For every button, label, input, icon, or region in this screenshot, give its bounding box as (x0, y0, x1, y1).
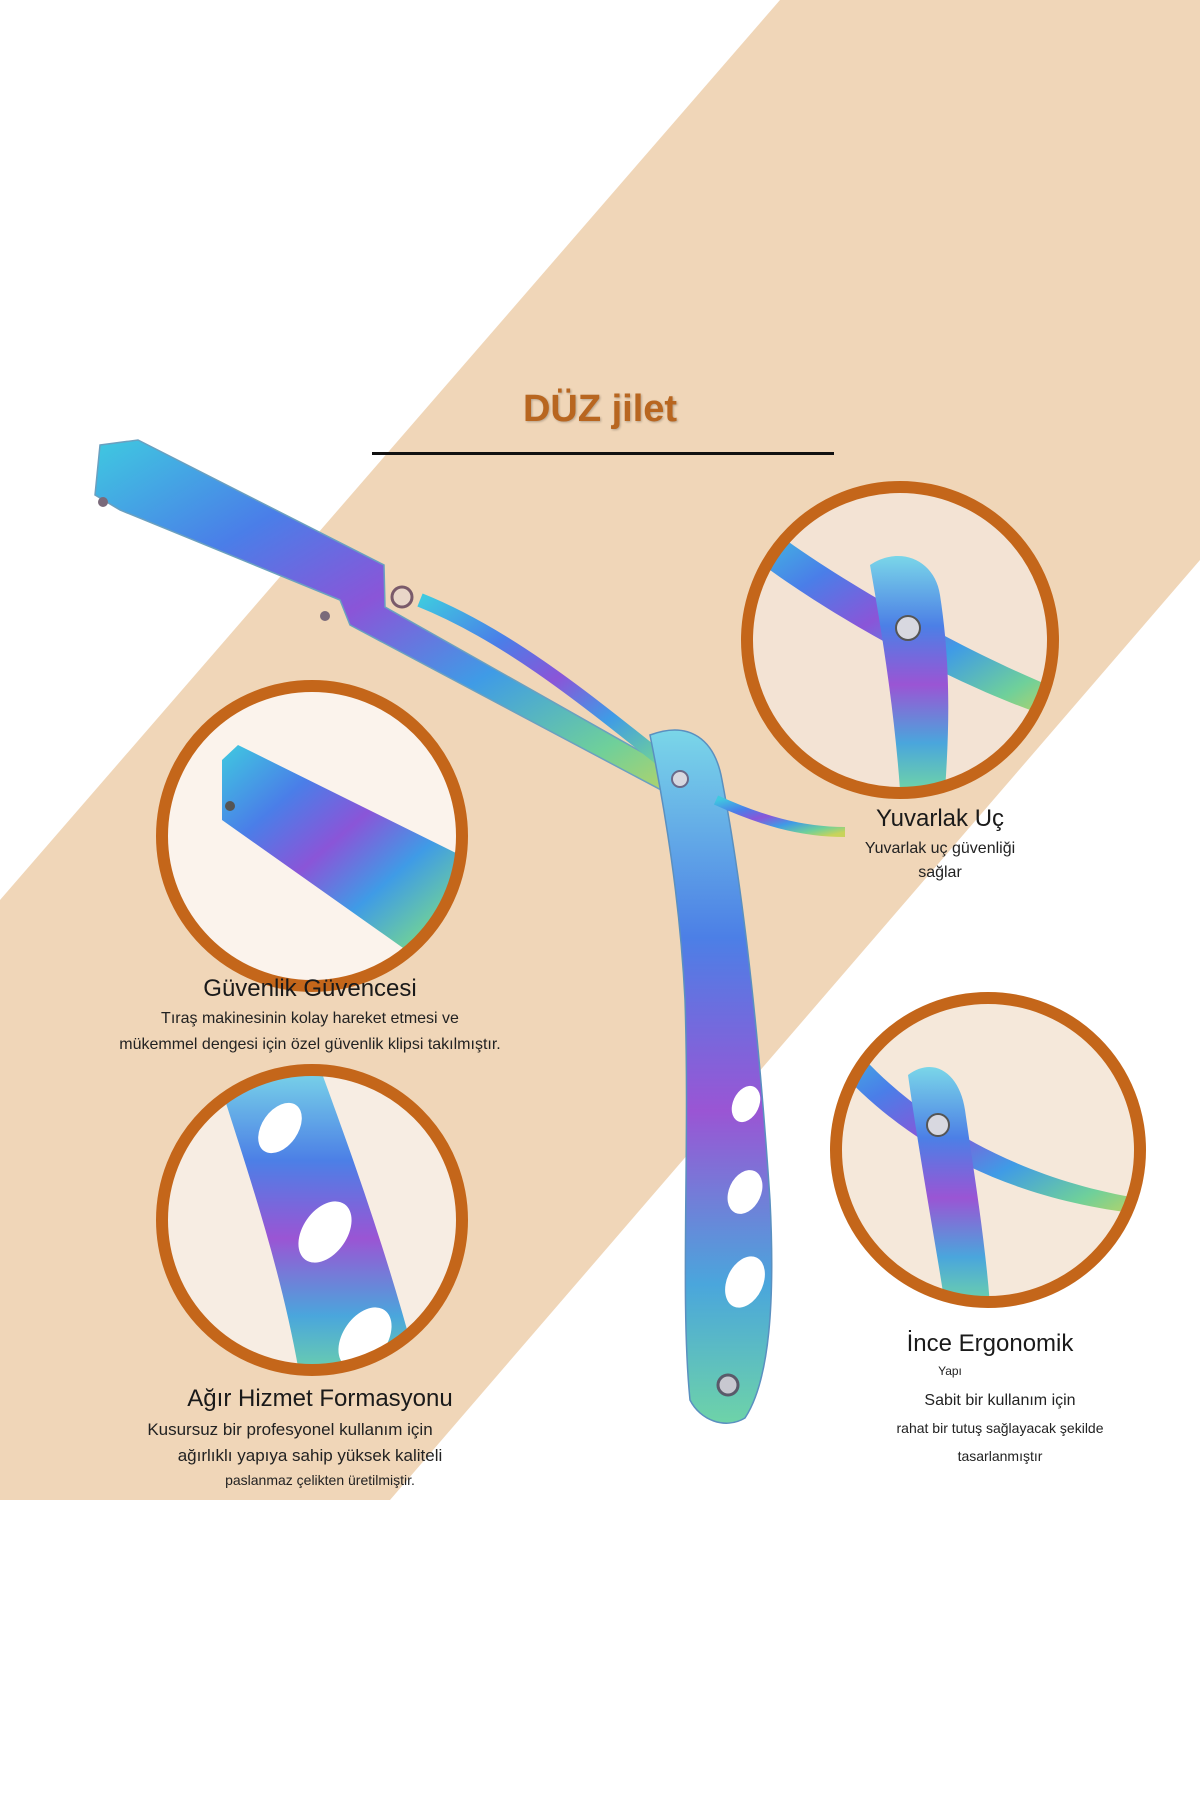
heading-heavy-duty: Ağır Hizmet Formasyonu (187, 1385, 453, 1412)
zoom-circle-safety (162, 686, 462, 986)
desc-rounded-tip-line1: Yuvarlak uç güvenliği (864, 840, 1016, 857)
desc-ergonomic-line2: Sabit bir kullanım için (924, 1392, 1076, 1409)
desc-heavy-duty-line1: Kusursuz bir profesyonel kullanım için (147, 1420, 433, 1439)
desc-heavy-duty-line2: ağırlıklı yapıya sahip yüksek kaliteli (177, 1446, 443, 1465)
zoom-circle-heavy-duty (162, 1070, 462, 1370)
desc-ergonomic-line4: tasarlanmıştır (957, 1448, 1043, 1464)
desc-ergonomic-line1: Yapı (938, 1364, 962, 1378)
zoom-circle-rounded-tip (747, 487, 1053, 793)
desc-ergonomic-line3: rahat bir tutuş sağlayacak şekilde (896, 1420, 1104, 1436)
zoom-circle-ergonomic (836, 998, 1140, 1302)
desc-rounded-tip-line2: sağlar (918, 864, 962, 881)
heading-safety: Güvenlik Güvencesi (203, 975, 417, 1002)
heading-rounded-tip: Yuvarlak Uç (875, 805, 1005, 832)
desc-heavy-duty-line3: paslanmaz çelikten üretilmiştir. (225, 1472, 415, 1488)
desc-safety-line1: Tıraş makinesinin kolay hareket etmesi v… (161, 1010, 459, 1027)
heading-ergonomic: İnce Ergonomik (906, 1330, 1074, 1357)
desc-safety-line2: mükemmel dengesi için özel güvenlik klip… (119, 1036, 501, 1053)
razor (94, 439, 846, 1424)
page-title: DÜZ jilet (522, 388, 678, 430)
title-underline (372, 452, 834, 455)
